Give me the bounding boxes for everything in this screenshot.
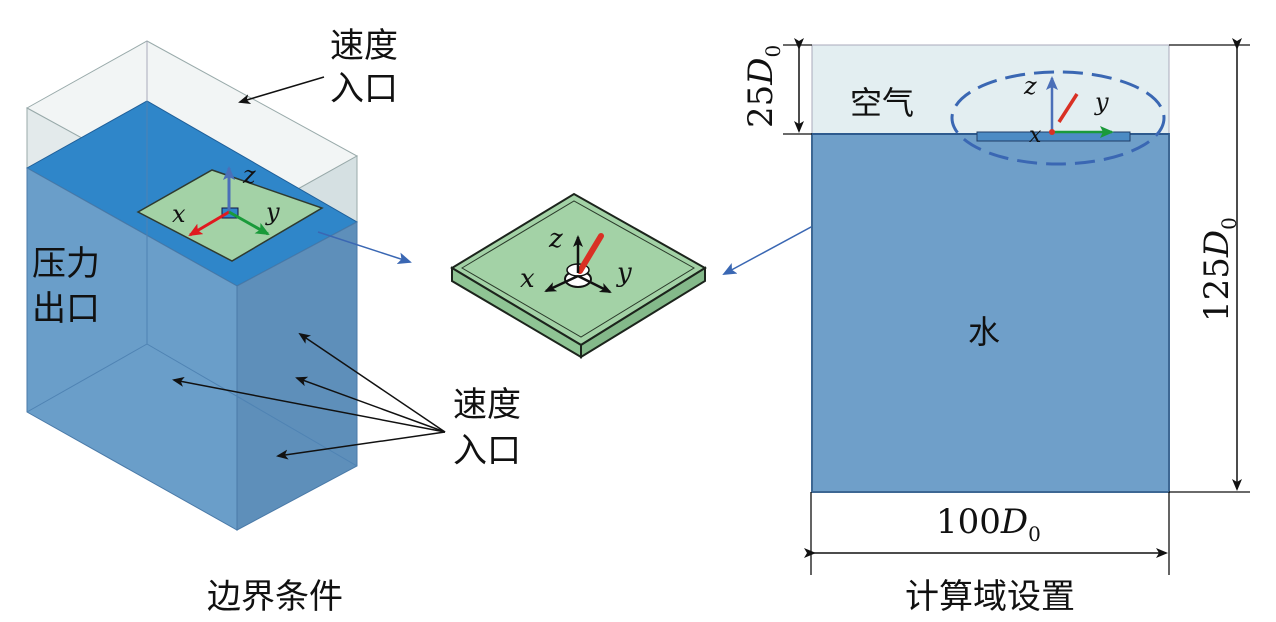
right-axis-y-label: y: [1094, 88, 1109, 116]
air-region: [811, 44, 1170, 135]
zoom-ellipse: [950, 70, 1166, 166]
right-axis-origin: [1049, 129, 1055, 135]
left-axis-x-label: x: [172, 200, 186, 228]
hidden-edge: [26, 343, 148, 413]
link-arrow-left: [317, 231, 412, 264]
air-label: 空气: [850, 84, 914, 122]
mid-axis-x: [544, 274, 579, 293]
dim-width-label: 100D0: [936, 502, 1041, 546]
right-axis-x-label: x: [1029, 123, 1042, 148]
right-axis-z-label: z: [1023, 72, 1037, 100]
left-axis-y: [228, 210, 270, 236]
outlet-label-line1: 压力: [32, 244, 100, 284]
left-axis-x: [188, 210, 230, 237]
left-caption: 边界条件: [207, 577, 343, 617]
top-inlet-label-line1: 速度: [330, 26, 398, 66]
mid-axis-y: [577, 274, 612, 294]
top-inlet-arrow: [238, 76, 325, 104]
side-inlet-arrow: [298, 332, 446, 433]
side-inlet-arrow: [276, 431, 446, 460]
hidden-edge: [146, 343, 358, 467]
middle-panel: z x y: [450, 192, 707, 359]
left-panel: z x y 速度 入口 压力 出口 速度 入口 边界条件: [25, 26, 521, 617]
right-rod: [1057, 93, 1079, 123]
mid-axis-z-label: z: [548, 224, 563, 254]
side-inlet-label-line1: 速度: [453, 385, 521, 425]
rod: [577, 233, 604, 274]
water-region: [811, 133, 1170, 493]
side-inlet-label-line2: 入口: [453, 431, 521, 471]
outlet-label-line2: 出口: [32, 289, 100, 329]
left-axis-z-label: z: [242, 161, 256, 189]
top-inlet-label-line2: 入口: [330, 69, 398, 109]
side-inlet-arrow: [295, 376, 446, 433]
dim-total-label: 125D0: [1197, 217, 1241, 322]
mid-axis-y-label: y: [616, 258, 632, 288]
water-label: 水: [968, 313, 1000, 351]
right-caption: 计算域设置: [905, 577, 1075, 617]
left-axis-y-label: y: [265, 198, 280, 226]
dim-air-label: 25D0: [741, 45, 785, 128]
plate-side-edge: [580, 266, 706, 359]
mid-axis-x-label: x: [520, 264, 535, 294]
plate-inner-edge: [461, 200, 695, 338]
side-inlet-arrow: [172, 376, 446, 433]
right-panel: z y x 空气 水 25D0 125D0 100D0 计算域设置: [741, 38, 1250, 617]
